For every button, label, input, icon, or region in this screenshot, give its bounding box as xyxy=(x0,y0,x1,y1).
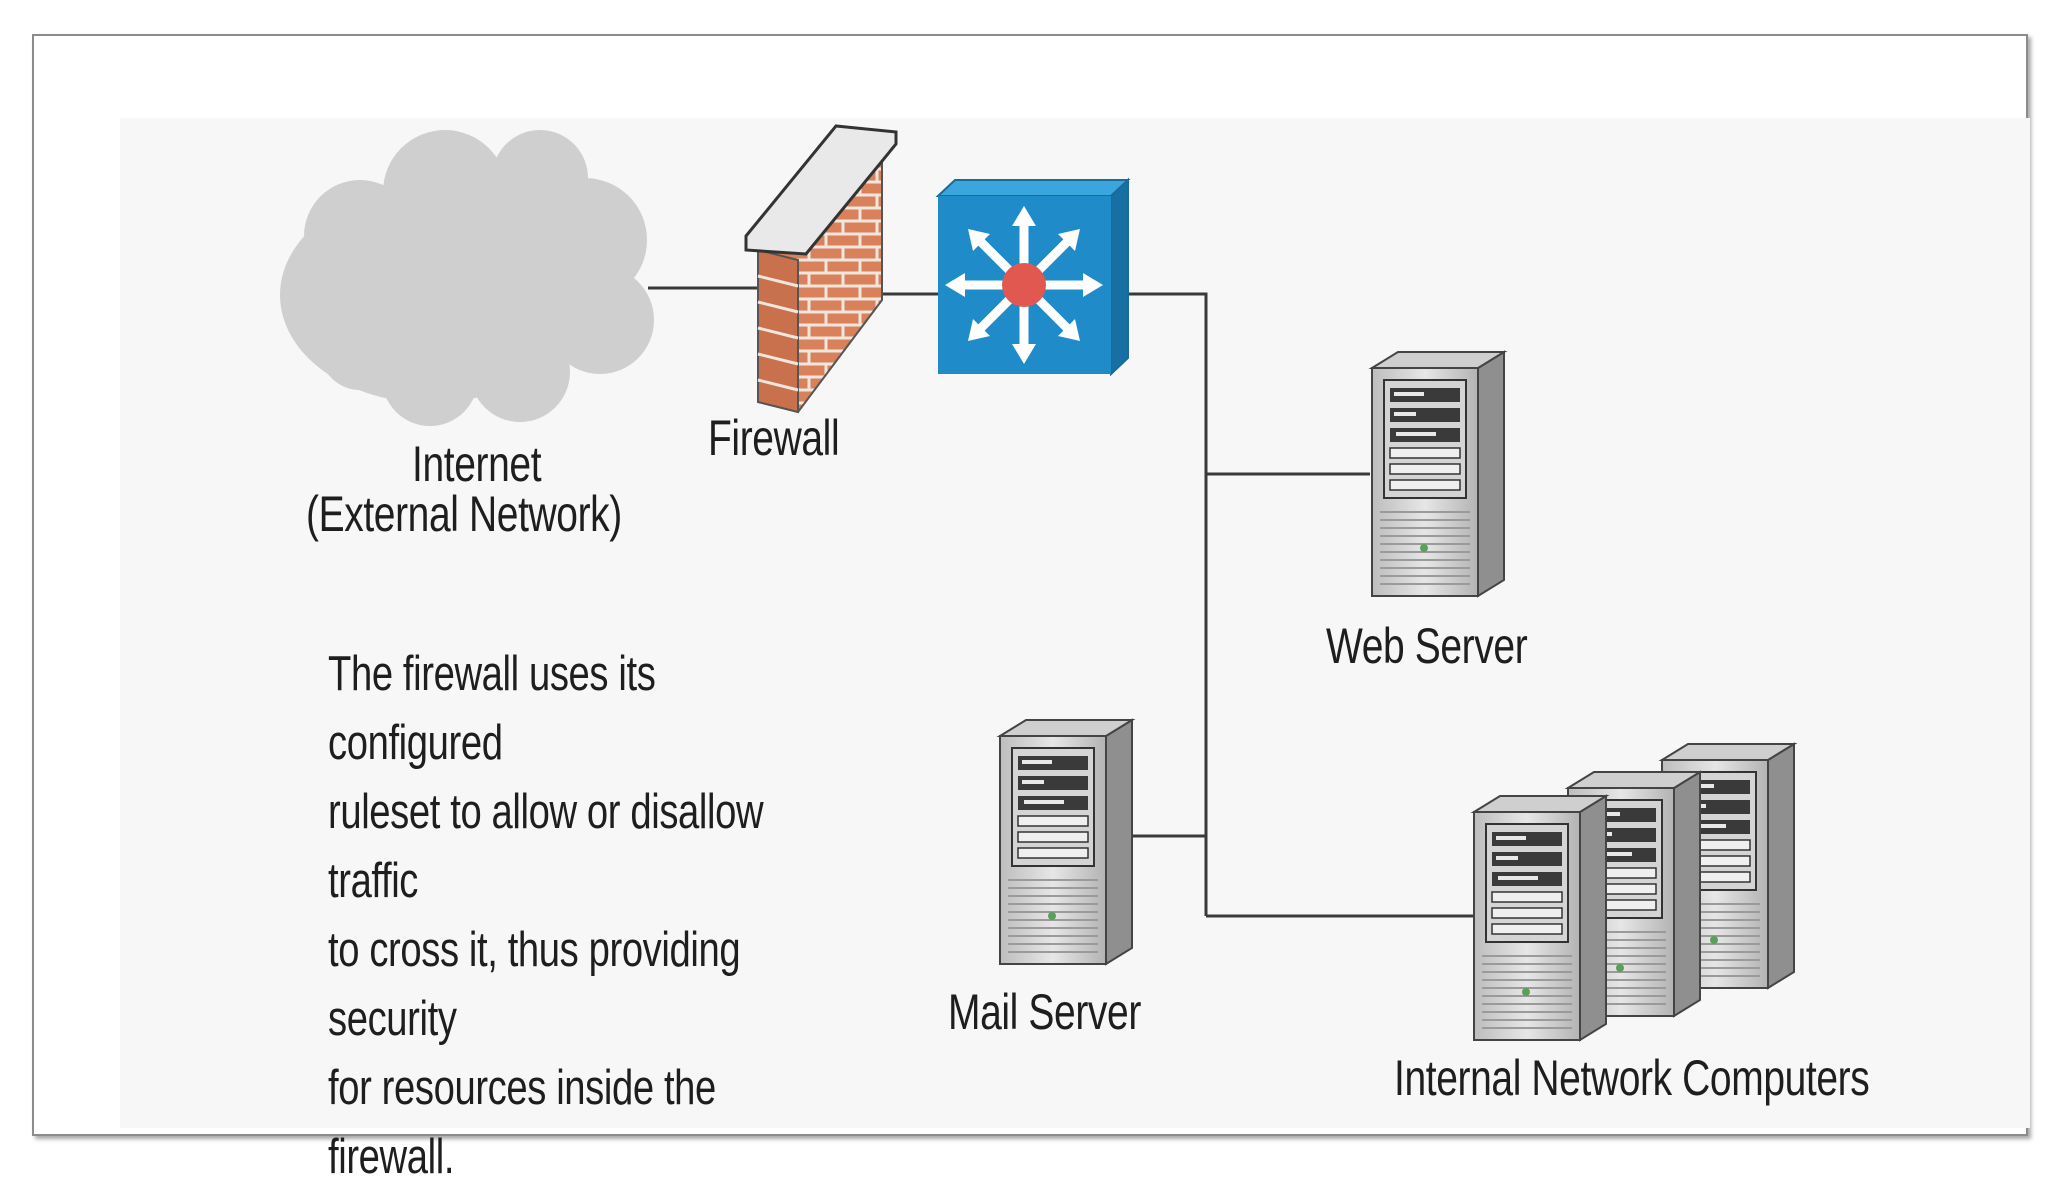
internal-computers-icon xyxy=(1473,743,1795,1041)
description-text: The firewall uses its configured ruleset… xyxy=(328,640,812,1192)
firewall-label: Firewall xyxy=(708,410,840,466)
description-line-4: for resources inside the firewall. xyxy=(328,1061,716,1184)
external-network-label: (External Network) xyxy=(306,486,622,542)
description-line-2: ruleset to allow or disallow traffic xyxy=(328,785,764,908)
internal-computers-label: Internal Network Computers xyxy=(1394,1050,1870,1106)
switch-icon xyxy=(935,177,1131,377)
description-line-3: to cross it, thus providing security xyxy=(328,923,741,1046)
web-server-icon xyxy=(1371,351,1505,597)
mail-server-icon xyxy=(999,719,1133,965)
line-switch-backbone xyxy=(1125,292,1208,916)
firewall-icon xyxy=(744,124,898,414)
mail-server-label: Mail Server xyxy=(948,984,1141,1040)
description-line-1: The firewall uses its configured xyxy=(328,647,656,770)
internet-label: Internet xyxy=(412,436,542,492)
cloud-icon xyxy=(280,130,654,426)
web-server-label: Web Server xyxy=(1326,618,1528,674)
